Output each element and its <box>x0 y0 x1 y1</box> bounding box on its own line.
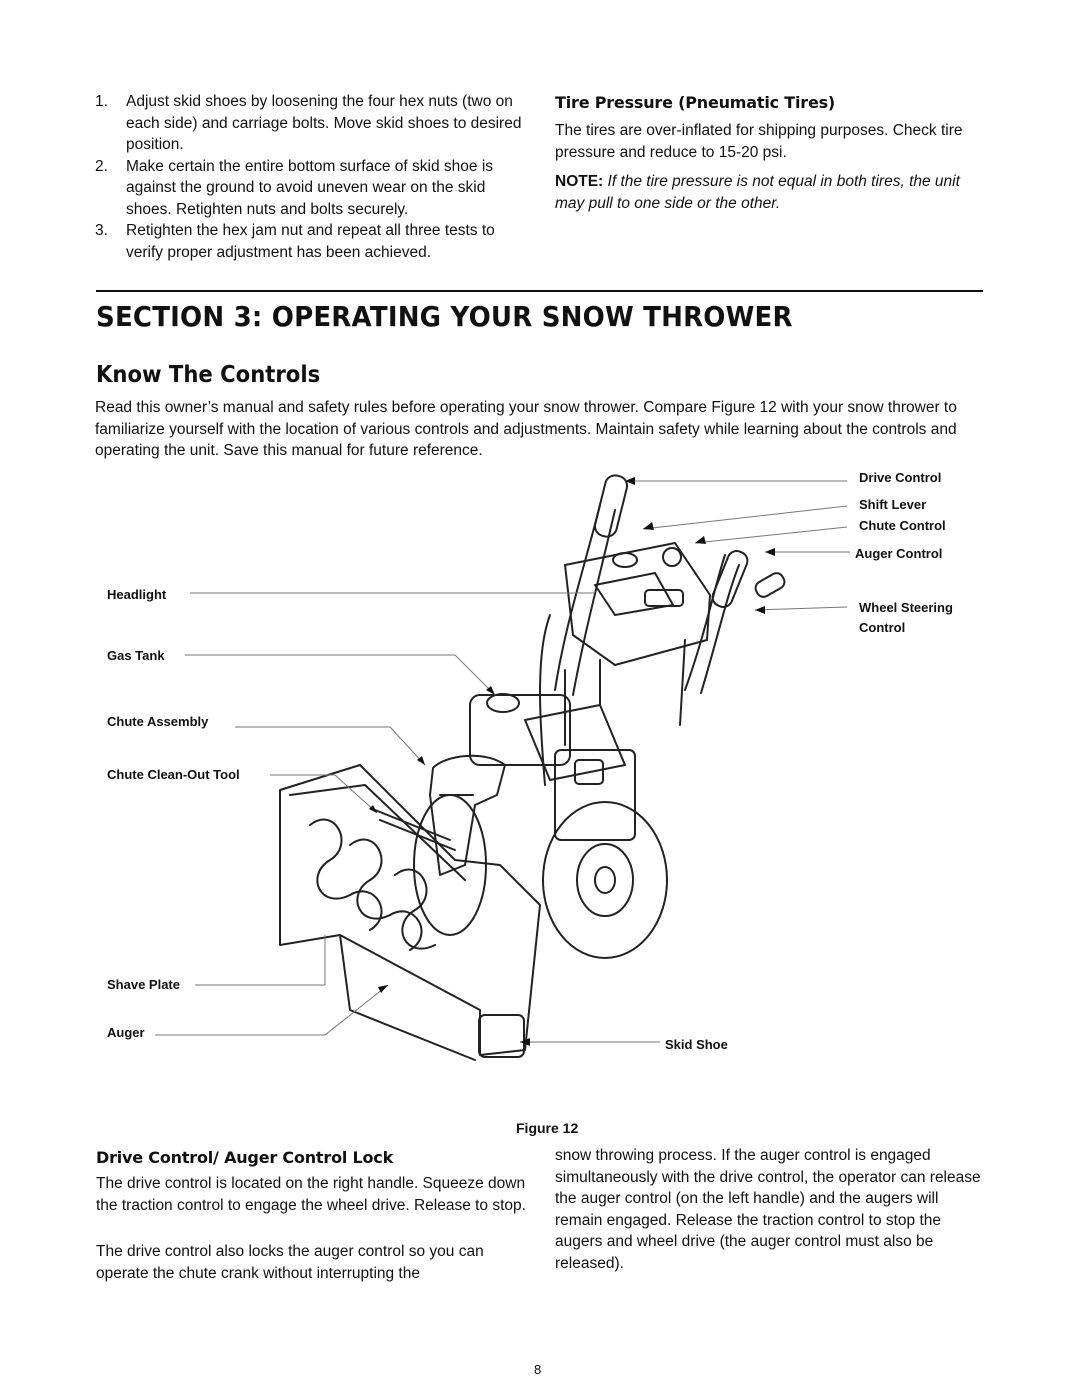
page-number: 8 <box>534 1362 542 1377</box>
snow-thrower-illustration <box>279 474 786 1061</box>
section-title: SECTION 3: OPERATING YOUR SNOW THROWER <box>96 300 793 333</box>
step-text: Adjust skid shoes by loosening the four … <box>126 93 522 153</box>
step-text: Retighten the hex jam nut and repeat all… <box>126 222 495 261</box>
callout-skid-shoe: Skid Shoe <box>665 1037 728 1052</box>
callout-chute-cleanout-tool: Chute Clean-Out Tool <box>107 767 240 782</box>
drive-control-heading: Drive Control/ Auger Control Lock <box>96 1148 394 1167</box>
callout-headlight: Headlight <box>107 587 167 602</box>
callout-auger-control: Auger Control <box>855 546 943 561</box>
drive-control-p1: The drive control is located on the righ… <box>96 1175 526 1214</box>
callout-chute-assembly: Chute Assembly <box>107 714 209 729</box>
note-text: If the tire pressure is not equal in bot… <box>555 173 960 212</box>
step-item: 3. Retighten the hex jam nut and repeat a… <box>95 220 525 263</box>
drive-control-p3: snow throwing process. If the auger cont… <box>555 1147 981 1272</box>
step-text: Make certain the entire bottom surface o… <box>126 157 494 218</box>
step-number: 2. <box>95 157 108 175</box>
callout-wheel-steering-control: Control <box>859 620 906 635</box>
note-label: NOTE: <box>555 173 604 190</box>
step-item: 1. Adjust skid shoes by loosening the fou… <box>95 91 525 156</box>
figure-caption: Figure 12 <box>516 1120 579 1136</box>
drive-control-p2: The drive control also locks the auger c… <box>96 1243 484 1282</box>
callout-gas-tank: Gas Tank <box>107 648 165 663</box>
skid-shoe-steps: 1. Adjust skid shoes by loosening the fou… <box>95 91 525 263</box>
know-controls-heading: Know The Controls <box>96 362 321 388</box>
intro-paragraph: Read this owner’s manual and safety rule… <box>95 399 957 459</box>
tire-pressure-heading: Tire Pressure (Pneumatic Tires) <box>555 93 836 112</box>
callout-drive-control: Drive Control <box>859 470 942 485</box>
leader-lines <box>155 477 850 1046</box>
figure-12: Drive Control Shift Lever Chute Control … <box>95 465 995 1105</box>
callout-chute-control: Chute Control <box>859 518 946 533</box>
section-rule <box>96 290 983 292</box>
step-number: 3. <box>95 222 108 239</box>
tire-pressure-body: The tires are over-inflated for shipping… <box>555 122 963 161</box>
step-number: 1. <box>95 93 108 110</box>
callout-wheel-steering: Wheel Steering <box>859 600 953 615</box>
callout-auger: Auger <box>107 1025 145 1040</box>
callout-shift-lever: Shift Lever <box>859 497 927 512</box>
step-item: 2. Make certain the entire bottom surface… <box>95 156 525 221</box>
tire-pressure-note: NOTE: If the tire pressure is not equal … <box>555 171 987 214</box>
callout-shave-plate: Shave Plate <box>107 977 180 992</box>
